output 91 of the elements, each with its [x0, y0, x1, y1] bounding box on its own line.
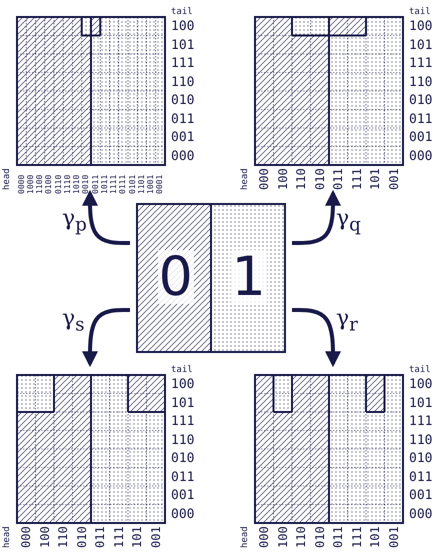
row-label: 110	[171, 434, 194, 446]
row-label: 011	[171, 112, 194, 126]
column-label: 011	[332, 526, 344, 548]
row-label: 100	[409, 378, 432, 391]
column-label: 000	[258, 168, 270, 190]
column-label: 100	[276, 168, 289, 190]
row-label: 010	[409, 452, 432, 465]
column-label: 001	[388, 168, 400, 190]
edge-label: γ$_{q}$	[336, 208, 361, 235]
column-label: 000	[20, 526, 32, 548]
row-label: 000	[171, 508, 194, 520]
row-label: 111	[171, 415, 194, 428]
axis-title: head	[3, 168, 12, 190]
row-label: 111	[409, 57, 432, 70]
column-label: 1100	[36, 174, 44, 194]
row-label: 001	[409, 131, 432, 144]
column-label: 010	[314, 526, 326, 548]
column-label: 0001	[156, 174, 164, 194]
column-label: 0100	[45, 174, 54, 194]
column-label: 1110	[64, 174, 72, 194]
edge-label: γ$_{p}$	[62, 208, 87, 235]
column-label: 110	[295, 526, 308, 548]
row-label: 010	[171, 94, 194, 107]
column-label: 001	[150, 526, 162, 548]
row-label: 000	[171, 150, 194, 162]
row-label: 011	[409, 470, 432, 484]
row-label: 001	[409, 489, 432, 502]
row-label: 011	[171, 470, 194, 484]
column-label: 0011	[92, 174, 100, 194]
edge-label: γ$_{r}$	[336, 308, 358, 335]
row-label: 110	[409, 76, 432, 88]
row-label: 111	[171, 57, 194, 70]
column-label: 1010	[73, 174, 82, 194]
column-label: 111	[112, 526, 125, 548]
row-label: 110	[409, 434, 432, 446]
column-label: 0110	[54, 174, 63, 194]
column-label: 011	[332, 168, 344, 190]
column-label: 010	[314, 168, 326, 190]
column-label: 100	[38, 526, 51, 548]
column-label: 001	[388, 526, 400, 548]
axis-title: tail	[171, 366, 193, 375]
edge-label: γ$_{s}$	[62, 308, 85, 335]
column-label: 111	[350, 168, 363, 190]
row-label: 100	[171, 20, 194, 33]
column-label: 010	[76, 526, 88, 548]
curved-arrow	[82, 308, 130, 368]
bit-label: 1	[230, 250, 267, 304]
column-label: 0000	[18, 174, 26, 194]
row-label: 101	[409, 396, 432, 410]
column-label: 110	[57, 526, 70, 548]
row-label: 001	[171, 131, 194, 144]
column-label: 1011	[100, 174, 109, 194]
axis-title: head	[3, 526, 12, 548]
axis-title: tail	[409, 366, 431, 375]
column-label: 1111	[110, 174, 118, 194]
row-label: 010	[409, 94, 432, 107]
curved-arrow	[292, 190, 341, 245]
column-label: 101	[369, 168, 382, 190]
column-label: 111	[350, 526, 363, 548]
column-label: 1000	[26, 174, 35, 194]
column-label: 1101	[138, 174, 146, 194]
axis-title: head	[241, 168, 250, 190]
axis-title: head	[241, 526, 250, 548]
column-label: 110	[295, 168, 308, 190]
column-label: 0010	[82, 174, 90, 194]
curved-arrow	[82, 190, 130, 245]
bit-label: 0	[158, 250, 194, 304]
column-label: 011	[94, 526, 106, 548]
row-label: 001	[171, 489, 194, 502]
axis-title: tail	[409, 8, 431, 17]
row-label: 100	[171, 378, 194, 391]
row-label: 101	[171, 396, 194, 410]
column-label: 100	[276, 526, 289, 548]
state-box	[136, 203, 286, 353]
column-label: 101	[131, 526, 144, 548]
row-label: 000	[409, 508, 432, 520]
axis-title: tail	[171, 8, 193, 17]
row-label: 111	[409, 415, 432, 428]
curved-arrow	[292, 308, 341, 368]
row-label: 100	[409, 20, 432, 33]
row-label: 101	[171, 38, 194, 52]
row-label: 000	[409, 150, 432, 162]
row-label: 101	[409, 38, 432, 52]
row-label: 011	[409, 112, 432, 126]
column-label: 0111	[119, 174, 128, 194]
row-label: 110	[171, 76, 194, 88]
column-label: 1001	[147, 174, 156, 194]
row-label: 010	[171, 452, 194, 465]
column-label: 0101	[128, 174, 137, 194]
column-label: 101	[369, 526, 382, 548]
column-label: 000	[258, 526, 270, 548]
